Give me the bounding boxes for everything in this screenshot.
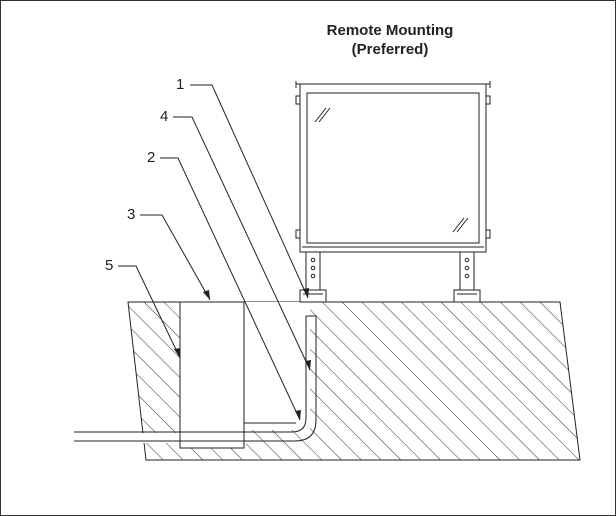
title-line-1: Remote Mounting <box>326 22 454 39</box>
title-line-2: (Preferred) <box>351 41 429 58</box>
pit-box <box>179 301 296 449</box>
callout-5: 5 <box>105 257 114 274</box>
callout-4: 4 <box>160 108 169 125</box>
callout-1: 1 <box>176 76 185 93</box>
ground-block <box>60 301 581 461</box>
leader-arrows <box>174 288 311 420</box>
callout-3: 3 <box>127 206 136 223</box>
leader-lines <box>118 84 311 421</box>
stand-legs <box>299 251 481 303</box>
callout-2: 2 <box>147 149 156 166</box>
mounted-enclosure <box>295 81 491 253</box>
conduit <box>74 315 317 442</box>
